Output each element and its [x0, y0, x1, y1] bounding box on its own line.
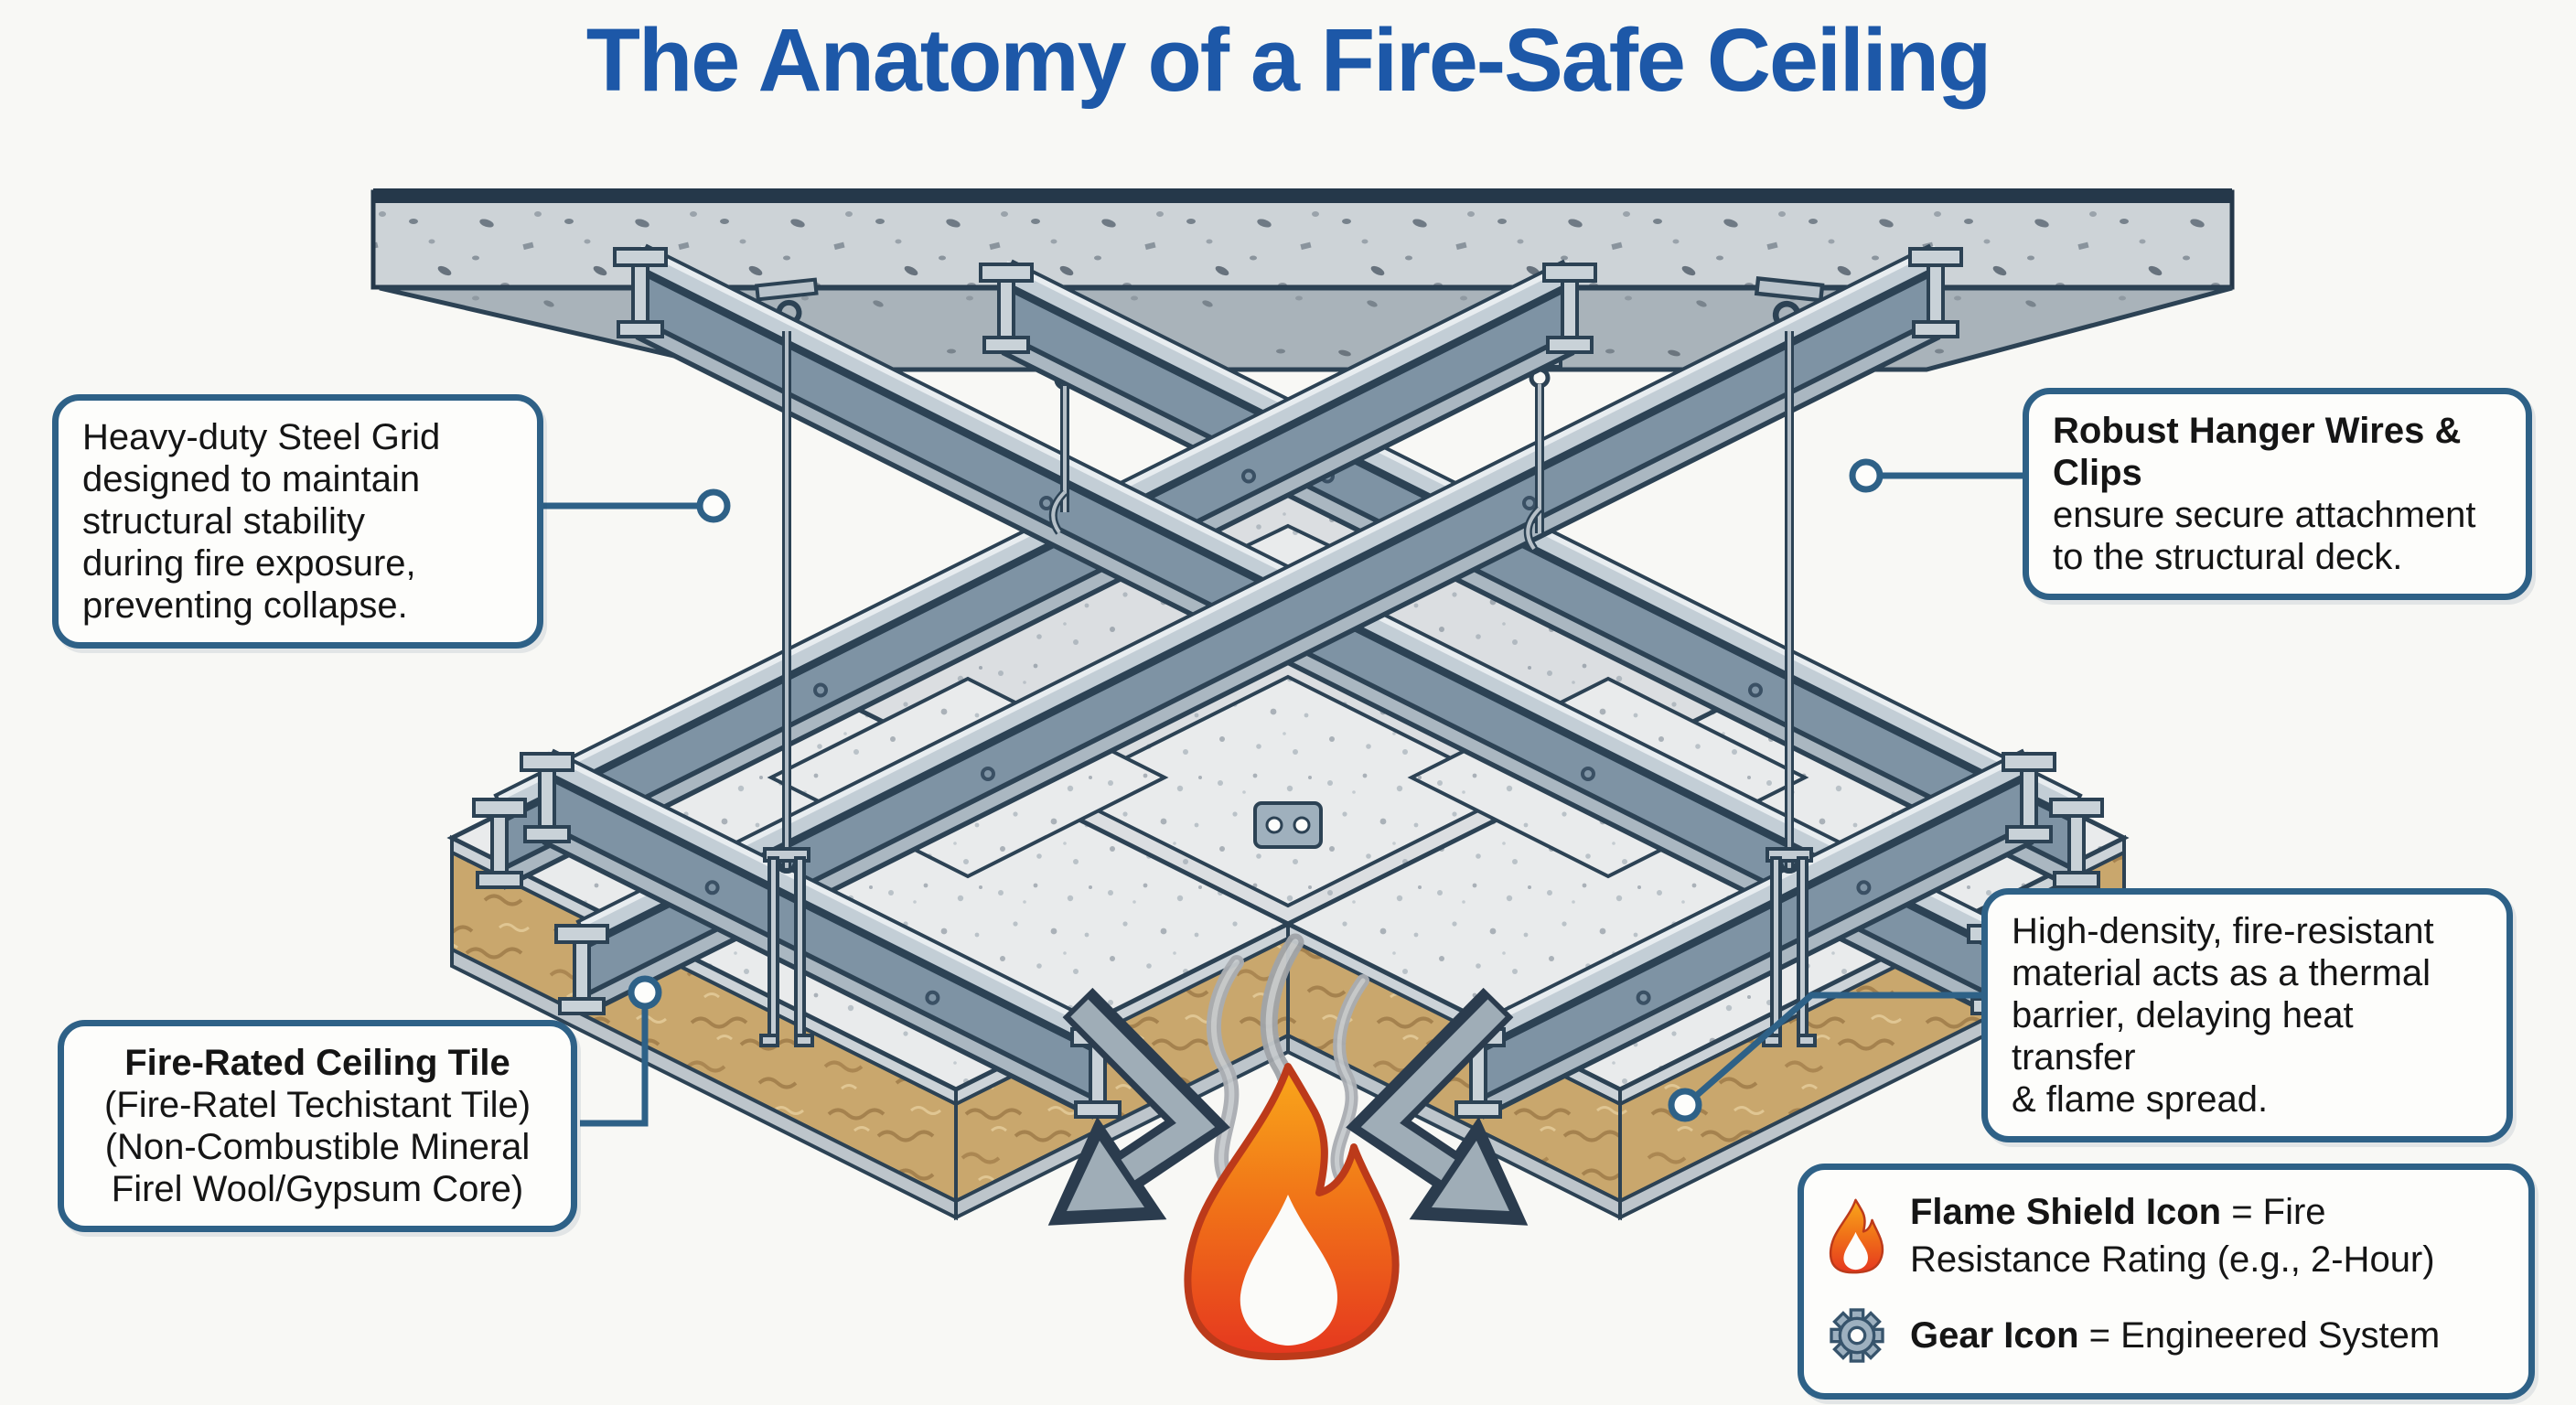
connectors [543, 458, 2023, 1127]
callout-hanger-wires: Robust Hanger Wires & Clips ensure secur… [2023, 388, 2532, 600]
connector-line [580, 1007, 649, 1127]
steel-beam [472, 259, 1597, 890]
connector-dot [1668, 1088, 1702, 1122]
connector-dot [628, 975, 662, 1010]
steel-grid [472, 243, 2104, 1120]
heat-arrow-right [1346, 987, 1529, 1226]
gear-icon [1830, 1308, 1884, 1363]
callout-steel-grid: Heavy-duty Steel Grid designed to mainta… [52, 394, 543, 649]
callout-fire-resistant-material: High-density, fire-resistant material ac… [1981, 888, 2513, 1142]
legend-box: Flame Shield Icon = Fire Resistance Rati… [1798, 1164, 2535, 1400]
connector-dot [1849, 458, 1884, 493]
callout-hanger-heading: Robust Hanger Wires & Clips [2053, 411, 2462, 493]
callout-ceiling-tile: Fire-Rated Ceiling Tile (Fire-Ratel Tech… [58, 1020, 577, 1232]
legend-flame-text: Flame Shield Icon = Fire Resistance Rati… [1910, 1188, 2505, 1283]
callout-tile-text: (Fire-Ratel Techistant Tile) (Non-Combus… [103, 1085, 531, 1209]
wire-hook [1523, 505, 1543, 552]
heat-arrow-left [1047, 987, 1230, 1226]
legend-gear-text: Gear Icon = Engineered System [1910, 1312, 2440, 1359]
legend-flame-rest: = Fire Resistance Rating (e.g., 2-Hour) [1910, 1192, 2435, 1280]
connector-dot [696, 488, 731, 523]
deck-top-edge [373, 188, 2232, 203]
ceiling-tile [1055, 674, 1521, 908]
callout-hanger-text: ensure secure attachment to the structur… [2053, 495, 2476, 577]
grid-connector-plate [1253, 801, 1323, 849]
callout-steel-grid-text: Heavy-duty Steel Grid designed to mainta… [82, 417, 441, 626]
hanger-wire-clip [759, 847, 814, 1047]
steel-beam [1451, 748, 2056, 1120]
hanger-wires [759, 331, 1817, 1047]
steel-beam [520, 748, 1125, 1120]
hanger-wire-clip [1762, 847, 1817, 1047]
flame-icon [1184, 1063, 1400, 1360]
legend-row-gear: Gear Icon = Engineered System [1828, 1296, 2505, 1375]
page-title: The Anatomy of a Fire-Safe Ceiling [585, 10, 1992, 110]
legend-row-flame: Flame Shield Icon = Fire Resistance Rati… [1828, 1188, 2505, 1283]
connector-line [1692, 992, 1983, 1099]
flame-icon [1829, 1198, 1884, 1274]
callout-tile-heading: Fire-Rated Ceiling Tile [124, 1043, 510, 1083]
legend-gear-label: Gear Icon [1910, 1315, 2079, 1356]
tile-core-left [450, 834, 1290, 1221]
legend-flame-label: Flame Shield Icon [1910, 1192, 2222, 1232]
legend-gear-rest: = Engineered System [2078, 1315, 2441, 1356]
wire-hook [1048, 488, 1068, 535]
callout-material-text: High-density, fire-resistant material ac… [2012, 911, 2434, 1120]
